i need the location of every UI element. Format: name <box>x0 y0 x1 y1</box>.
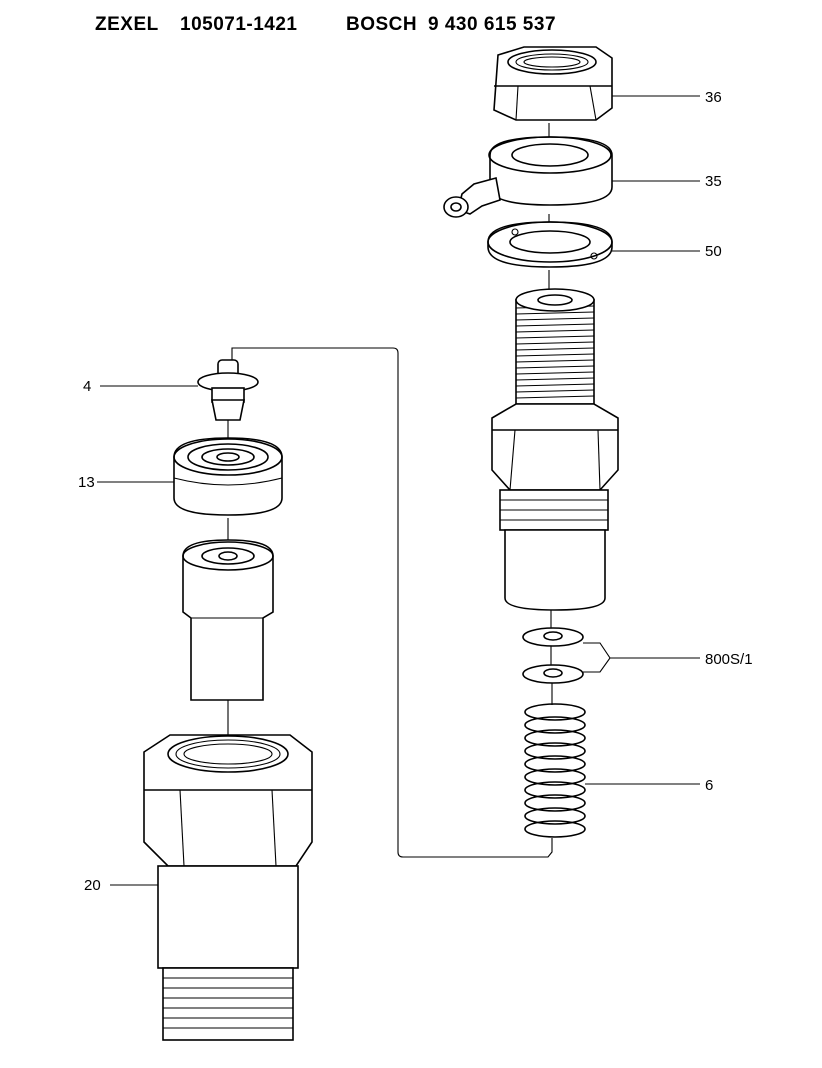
maker-name: ZEXEL <box>95 14 159 35</box>
callout-13: 13 <box>78 474 95 491</box>
hex-nut-36 <box>493 46 613 121</box>
callout-800s-1: 800S/1 <box>705 651 753 668</box>
pressure-pin-4 <box>197 359 259 421</box>
brand-part-number: 9 430 615 537 <box>428 14 557 35</box>
washer-50 <box>487 221 613 268</box>
valve-body-13 <box>173 437 283 516</box>
banjo-ring-35 <box>443 136 613 218</box>
callout-4: 4 <box>83 378 91 395</box>
callout-50: 50 <box>705 243 722 260</box>
shim-set <box>522 627 584 684</box>
leader-lines <box>97 95 700 886</box>
maker-part-number: 105071-1421 <box>180 14 298 35</box>
nozzle-holder-body <box>491 288 619 611</box>
brand-name: BOSCH <box>346 14 418 35</box>
callout-36: 36 <box>705 89 722 106</box>
retaining-nut-20 <box>143 734 313 1041</box>
callout-35: 35 <box>705 173 722 190</box>
diagram-header: ZEXEL 105071-1421 BOSCH 9 430 615 537 <box>0 0 822 40</box>
callout-20: 20 <box>84 877 101 894</box>
injection-nozzle <box>182 539 274 701</box>
assembly-connector-line <box>231 347 553 858</box>
callout-6: 6 <box>705 777 713 794</box>
compression-spring <box>524 703 586 838</box>
